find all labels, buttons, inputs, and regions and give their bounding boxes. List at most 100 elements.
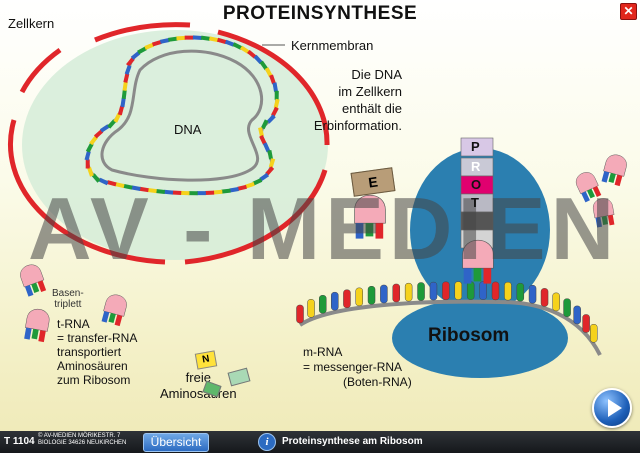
mrna-description: m-RNA = messenger-RNA (Boten-RNA): [303, 345, 412, 389]
dna-base: [122, 81, 128, 91]
protein-letter: R: [471, 159, 481, 174]
dna-base: [259, 60, 269, 71]
label-kernmembran: Kernmembran: [291, 38, 374, 53]
label-ribosom: Ribosom: [428, 325, 510, 346]
dna-base: [213, 189, 223, 195]
page-title: PROTEINSYNTHESE: [222, 3, 418, 24]
trna: [575, 172, 602, 203]
dna-base: [117, 105, 125, 116]
nuclear-membrane: [94, 22, 191, 43]
dna-base: [176, 35, 186, 41]
dna-base: [262, 142, 271, 153]
mrna-base: [504, 281, 512, 301]
dna-base: [196, 191, 206, 196]
footer-publisher: © AV-MEDIEN MÖRIKESTR. 7 BIOLOGIE 34626 …: [38, 433, 127, 446]
protein-letter: P: [471, 139, 480, 154]
mrna-base: [392, 283, 401, 303]
trna: [593, 198, 615, 228]
overview-button[interactable]: Übersicht: [143, 433, 209, 452]
mrna-base: [516, 282, 525, 302]
dna-base: [224, 39, 235, 47]
dna-base: [144, 42, 155, 50]
mrna-base: [404, 282, 413, 302]
label-basentriplett: Basen- triplett: [52, 288, 84, 310]
dna-base: [131, 185, 141, 191]
dna-base: [155, 188, 166, 194]
dna-base: [245, 181, 255, 189]
dna-base: [269, 74, 276, 85]
dna-base: [107, 119, 117, 129]
dna-base: [85, 159, 90, 169]
illustration: [8, 22, 627, 378]
mrna-base: [307, 299, 315, 318]
mrna-base: [540, 288, 549, 307]
protein-amino-acid: [460, 137, 494, 157]
dna-base: [192, 35, 203, 40]
dna-base: [168, 36, 178, 42]
dna-base: [139, 186, 149, 193]
mrna-base: [442, 281, 450, 301]
dna-base: [172, 190, 182, 196]
dna-base: [147, 187, 157, 194]
close-icon[interactable]: ✕: [620, 3, 637, 20]
mrna-base: [429, 281, 438, 301]
dna-base: [137, 46, 147, 55]
dna-base: [91, 173, 101, 183]
mrna-base: [380, 284, 388, 304]
dna-base: [98, 177, 109, 186]
dna-base: [159, 38, 170, 44]
mrna-base: [590, 324, 598, 343]
dna-base: [124, 65, 132, 75]
dna-base: [85, 142, 94, 153]
mrna-base: [491, 281, 500, 301]
mrna-base: [552, 292, 560, 312]
next-button[interactable]: [592, 388, 632, 428]
info-icon[interactable]: i: [258, 433, 276, 451]
mrna-base: [343, 289, 351, 309]
mrna-base: [319, 295, 327, 314]
dna-base: [221, 188, 231, 194]
watermark: AV - MEDIEN: [28, 179, 620, 278]
dna-base: [188, 191, 198, 196]
dna-base: [274, 90, 279, 100]
dna-base: [247, 49, 257, 59]
dna-base: [259, 135, 267, 145]
mrna-base: [367, 286, 376, 305]
dna-base: [259, 172, 270, 182]
dna-base: [84, 150, 91, 161]
dna-base: [89, 135, 98, 146]
trna: [24, 309, 50, 343]
mrna-base: [355, 287, 363, 307]
dna-base: [253, 54, 263, 65]
dna-base: [265, 166, 275, 176]
nucleus: [22, 30, 328, 260]
mrna-base: [573, 305, 581, 325]
dna-base: [99, 124, 110, 133]
mrna-base: [479, 281, 487, 300]
dna-base: [205, 190, 215, 195]
dna-base: [87, 166, 94, 177]
label-freie-aminosaeuren: freie Aminosäuren: [160, 370, 237, 401]
dna-base: [106, 180, 117, 187]
mrna-base: [331, 291, 339, 311]
ribosome-small-subunit: [392, 298, 568, 378]
mrna-strand: [298, 299, 602, 356]
mrna-base: [417, 282, 425, 301]
dna-base: [252, 178, 263, 186]
dna-base: [237, 184, 247, 191]
protein-chain: [460, 137, 494, 249]
dna-base: [267, 149, 273, 160]
dna-base: [93, 129, 104, 139]
footer-code: T 1104: [4, 436, 35, 447]
dna-base: [163, 189, 174, 195]
dna-base: [216, 37, 227, 45]
amino-acid-n: N: [194, 350, 218, 370]
dna-base: [264, 67, 273, 78]
dna-base: [232, 42, 243, 50]
protein-letter: T: [471, 195, 479, 210]
dna-base: [114, 182, 125, 189]
dna-base: [239, 45, 250, 54]
mrna-base: [296, 304, 304, 324]
mrna-base: [454, 281, 463, 300]
mrna-base: [466, 281, 475, 300]
